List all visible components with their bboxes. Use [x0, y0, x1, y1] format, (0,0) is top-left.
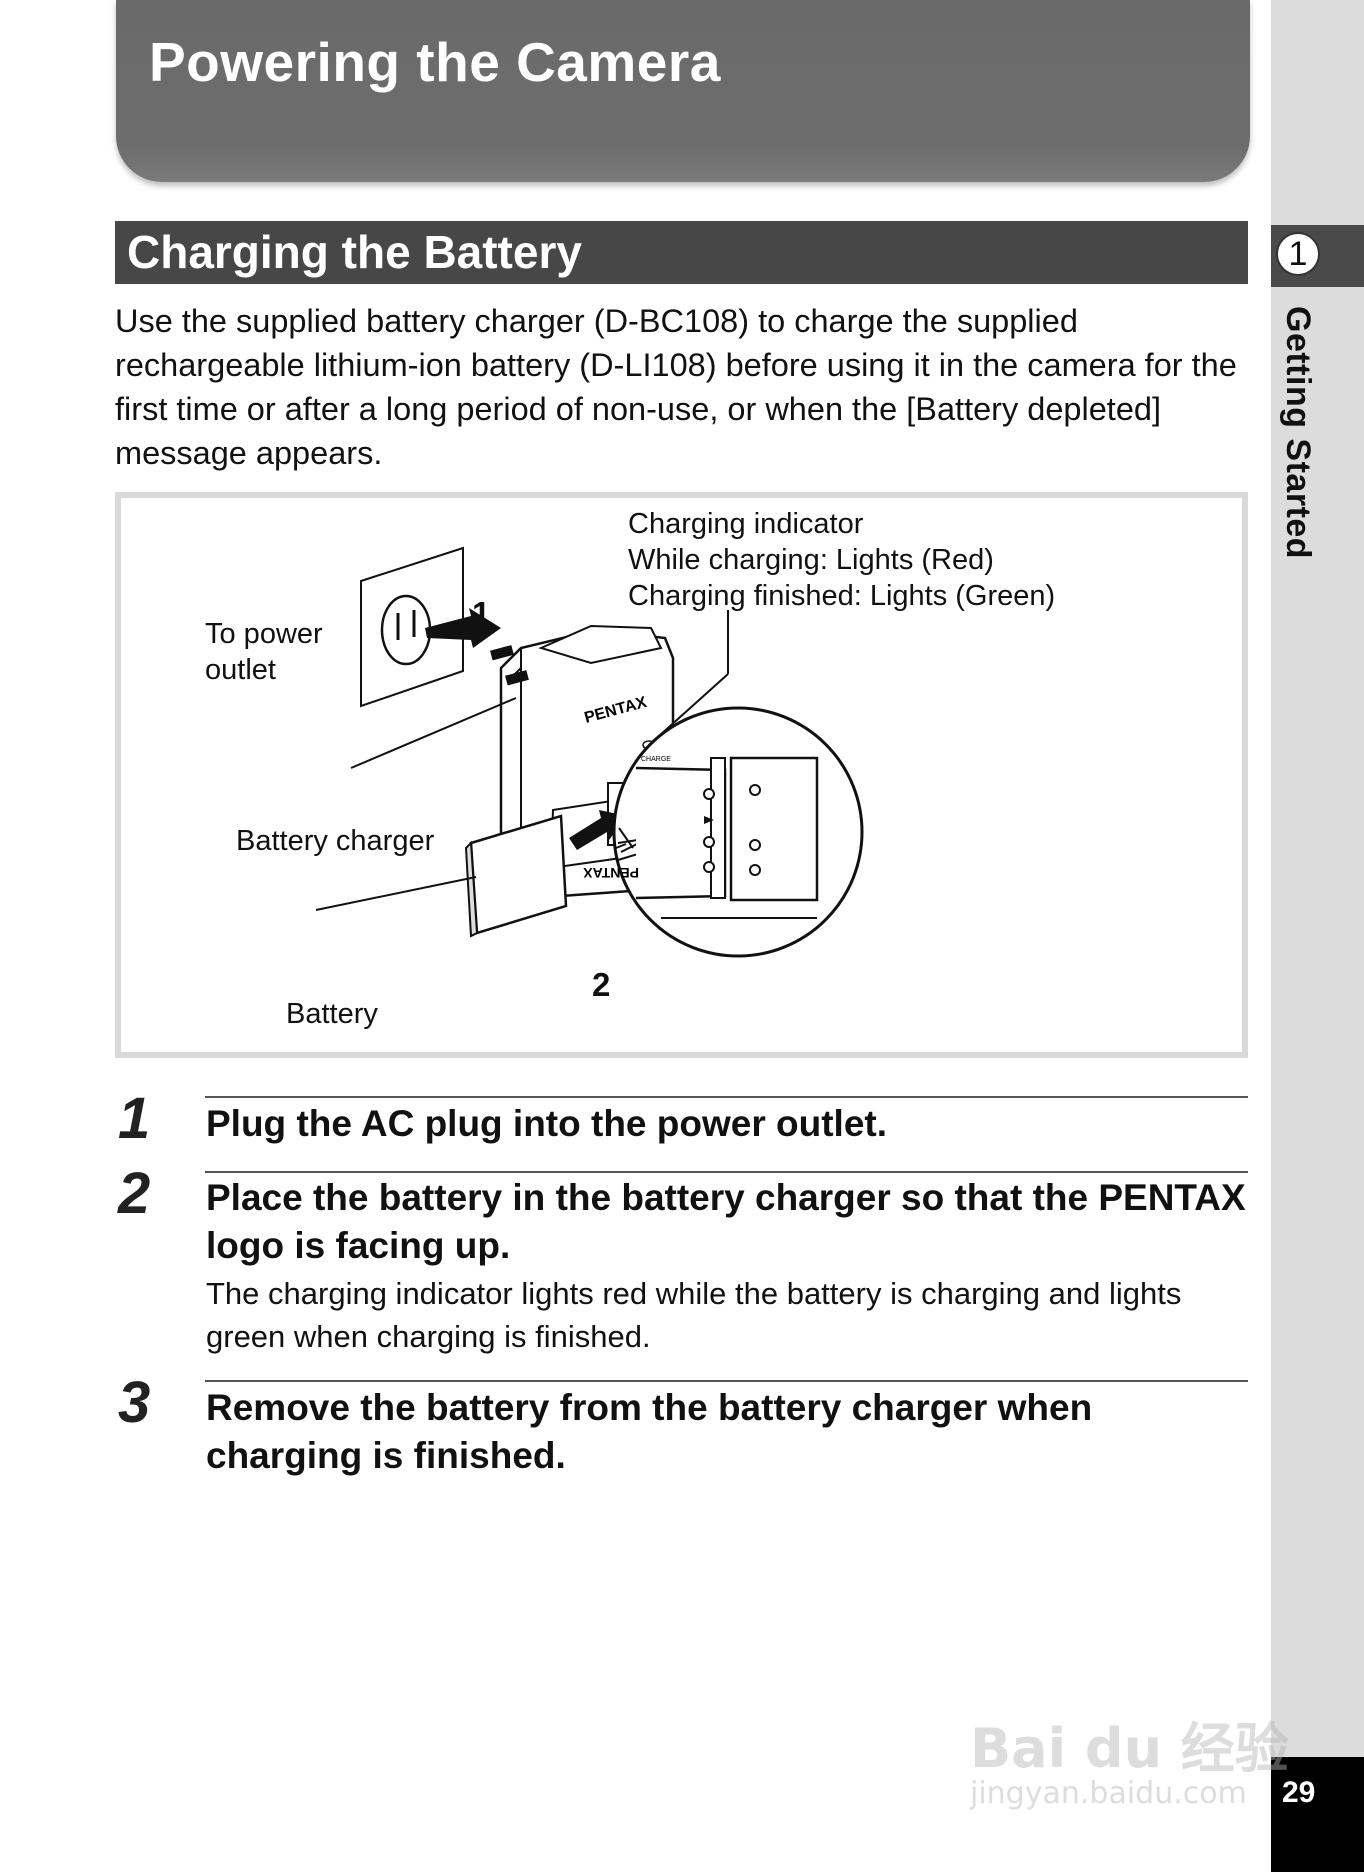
step-divider — [205, 1096, 1248, 1098]
battery-label: Battery — [286, 998, 378, 1030]
arrow-1 — [425, 608, 501, 648]
step-title: Place the battery in the battery charger… — [206, 1177, 1246, 1266]
step-title: Plug the AC plug into the power outlet. — [206, 1103, 888, 1144]
step-number: 1 — [118, 1086, 151, 1151]
callout-1: 1 — [472, 595, 491, 632]
leader-battery — [315, 876, 477, 911]
charger-label: Battery charger — [236, 825, 435, 857]
outlet-label-line1: To power — [205, 618, 323, 650]
chapter-sidebar — [1271, 0, 1364, 1872]
outlet-socket — [380, 594, 432, 666]
step-body: The charging indicator lights red while … — [206, 1276, 1182, 1354]
charger-diagram: PENTAX PENTAX CHARGE — [315, 546, 864, 958]
step-divider — [205, 1380, 1248, 1382]
chapter-number: 1 — [1276, 232, 1320, 276]
watermark-brand: Bai du 经验 — [970, 1717, 1289, 1780]
chapter-label: Getting Started — [1279, 306, 1317, 560]
section-heading-bar — [115, 221, 1248, 284]
step-number: 2 — [118, 1161, 151, 1226]
leader-charger — [350, 697, 517, 769]
step-number: 3 — [118, 1370, 151, 1435]
page-header-bar — [116, 0, 1250, 182]
step-divider — [205, 1171, 1248, 1173]
charging-illustration: PENTAX PENTAX CHARGE Charging indicator … — [115, 492, 1248, 1058]
battery-brand-mark: PENTAX — [583, 865, 639, 881]
charge-mark: CHARGE — [641, 756, 671, 763]
section-title: Charging the Battery — [127, 226, 582, 278]
callout-2: 2 — [592, 966, 611, 1003]
battery — [469, 814, 568, 935]
watermark-url: jingyan.baidu.com — [970, 1776, 1247, 1811]
step-title: Remove the battery from the battery char… — [206, 1387, 1093, 1476]
outlet-label-line2: outlet — [205, 654, 276, 686]
page-title: Powering the Camera — [149, 31, 721, 93]
arrow-2 — [569, 810, 627, 850]
page-number: 29 — [1282, 1776, 1316, 1809]
intro-paragraph: Use the supplied battery charger (D-BC10… — [115, 303, 1237, 471]
indicator-finished-text: Charging finished: Lights (Green) — [628, 580, 1056, 612]
page-number-box — [1271, 1757, 1364, 1872]
indicator-label: Charging indicator — [628, 508, 864, 540]
baidu-watermark: Bai du 经验 jingyan.baidu.com — [970, 1670, 1289, 1820]
indicator-charging-text: While charging: Lights (Red) — [628, 544, 994, 576]
